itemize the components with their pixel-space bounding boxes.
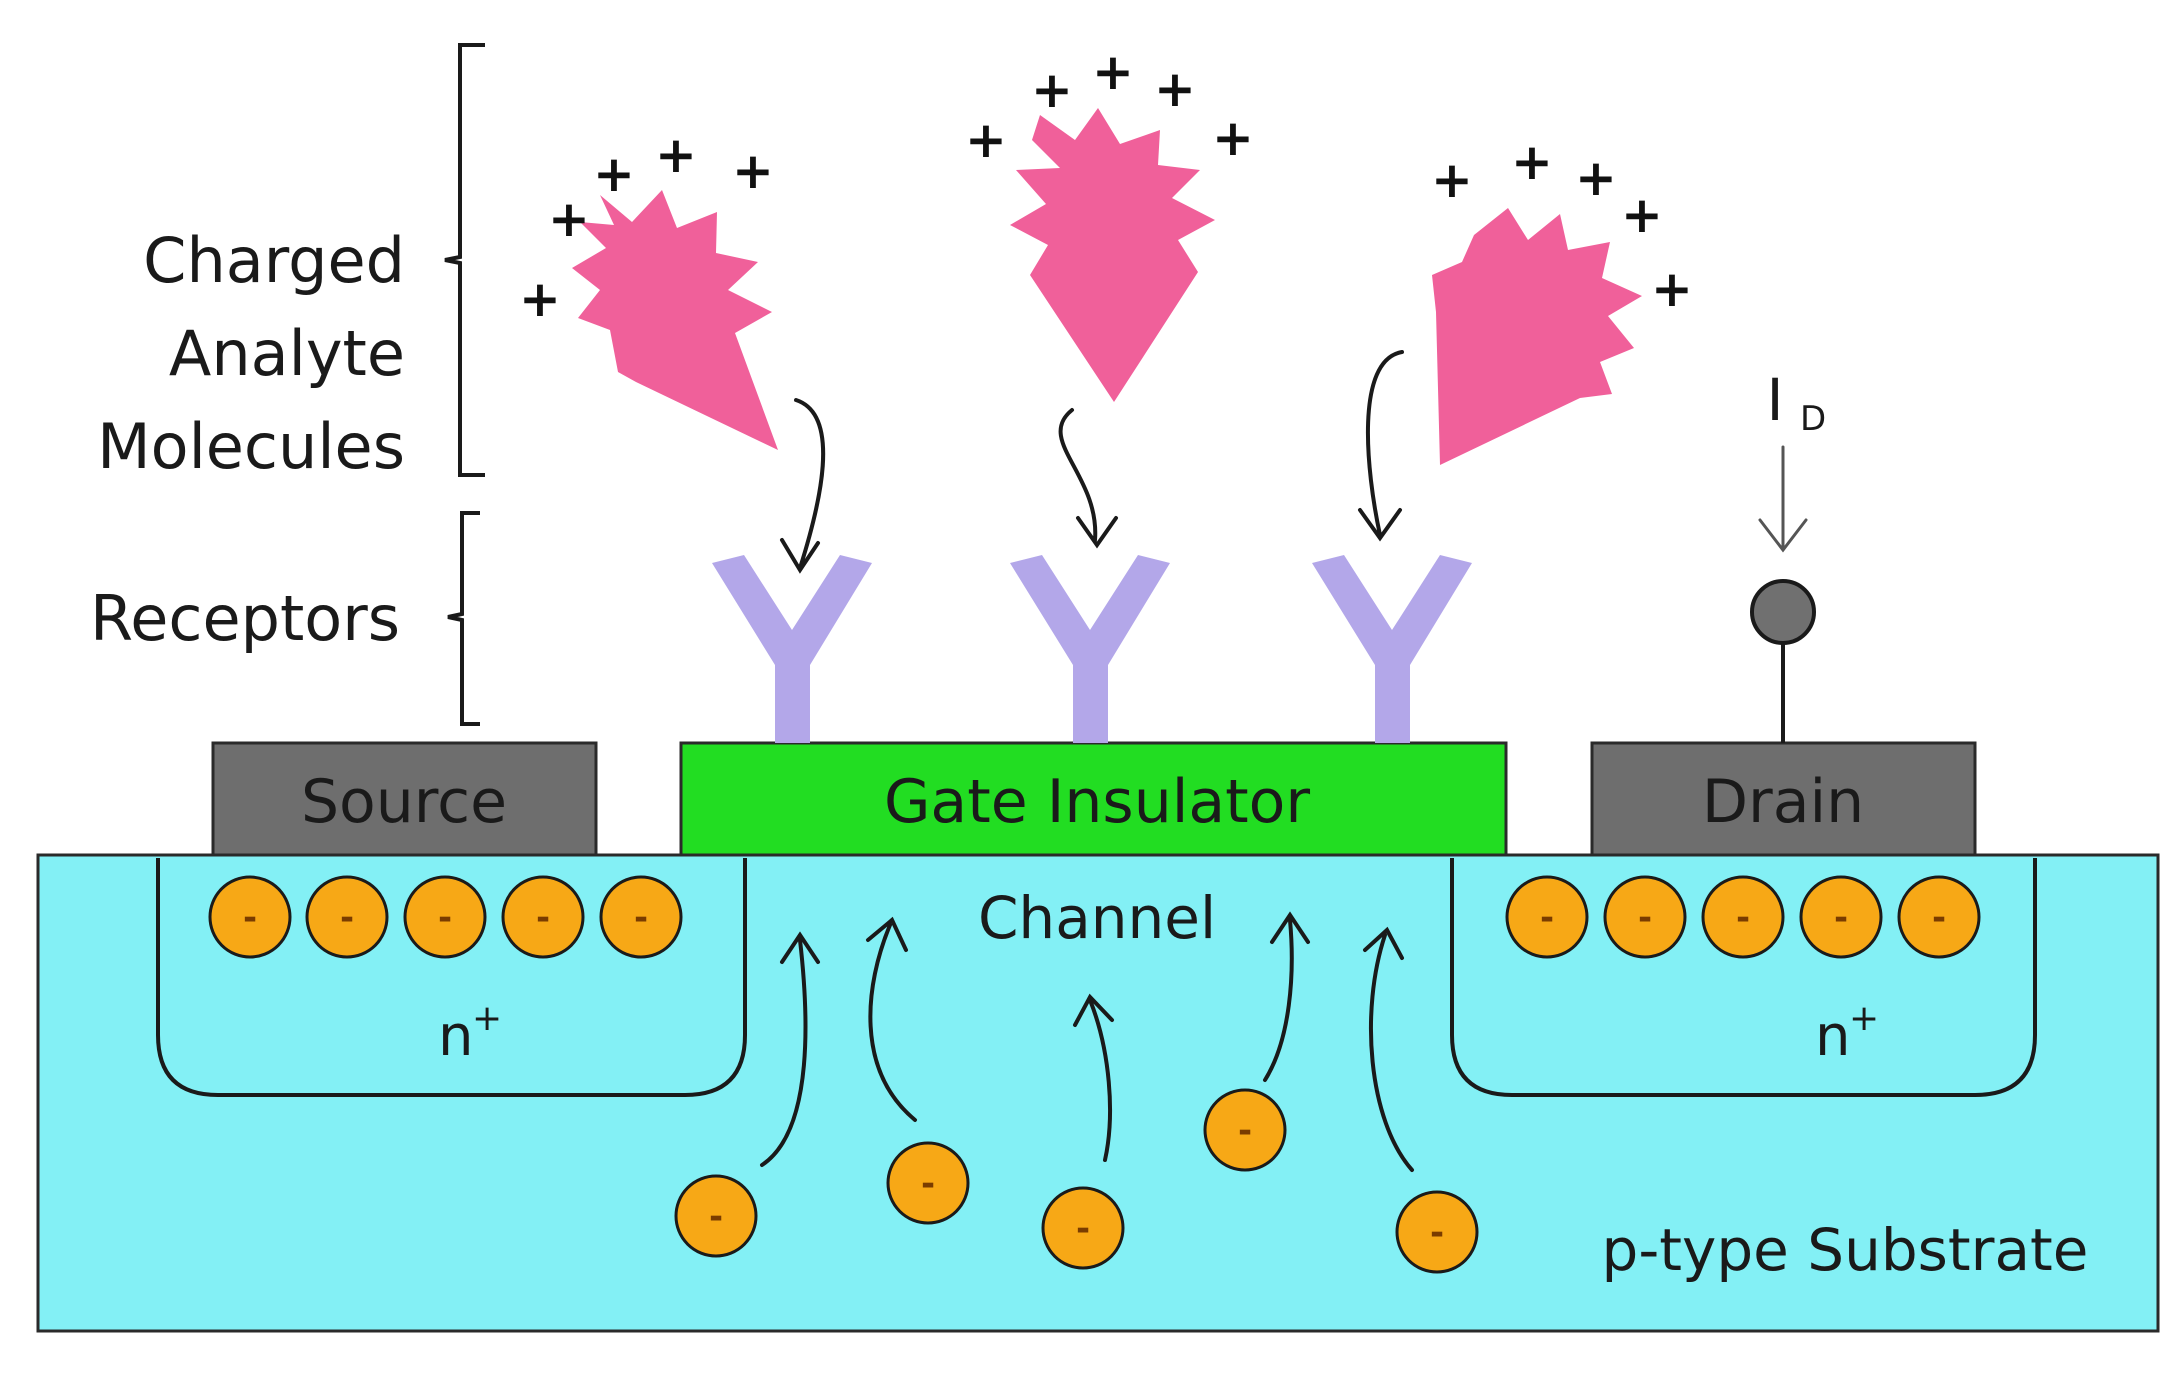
analyte-molecule-1 <box>572 190 778 450</box>
charge-plus: + <box>519 270 561 328</box>
analyte-charges-2: + + + + + <box>965 43 1254 169</box>
charge-plus: + <box>1154 60 1196 118</box>
charge-plus: + <box>548 190 590 248</box>
charge-plus: + <box>1621 186 1663 244</box>
electrons-source-well: - - - - - <box>208 875 683 959</box>
electron-sign: - <box>1932 898 1946 938</box>
charge-plus: + <box>593 145 635 203</box>
electron-sign: - <box>1540 898 1554 938</box>
electron <box>1395 1190 1479 1274</box>
electron <box>1505 875 1589 959</box>
electron <box>305 875 389 959</box>
electron-sign: - <box>438 898 452 938</box>
n-plus-sup-drain: + <box>1849 998 1879 1039</box>
charge-plus: + <box>1031 61 1073 119</box>
channel-arrow <box>1263 911 1310 1082</box>
charge-plus: + <box>1651 260 1693 318</box>
binding-arrow-1 <box>780 398 826 574</box>
binding-arrow-3 <box>1358 350 1404 542</box>
electron <box>1897 875 1981 959</box>
electrons-drain-well: - - - - - <box>1505 875 1981 959</box>
analyte-molecule-3 <box>1432 208 1642 465</box>
channel-label: Channel <box>978 884 1216 952</box>
electron <box>1603 875 1687 959</box>
electron-sign: - <box>1736 898 1750 938</box>
electron <box>501 875 585 959</box>
charged-analyte-label-line1: Charged <box>143 224 405 297</box>
receptor-2 <box>1010 555 1170 743</box>
electron <box>886 1141 970 1225</box>
gate-insulator-label: Gate Insulator <box>884 767 1310 837</box>
analyte-charges-3: + + + + + <box>1431 133 1693 318</box>
charge-plus: + <box>965 111 1007 169</box>
analyte-charges-1: + + + + + <box>519 126 774 328</box>
electron-sign: - <box>340 898 354 938</box>
receptor-1 <box>712 555 872 743</box>
electron-sign: - <box>634 898 648 938</box>
gate-insulator <box>679 741 1508 857</box>
electron-sign: - <box>1238 1111 1252 1151</box>
electron-sign: - <box>1430 1213 1444 1253</box>
n-plus-label-source: n <box>438 1004 474 1069</box>
n-plus-well-drain <box>1450 858 2037 1097</box>
charged-analyte-label-line3: Molecules <box>97 410 405 483</box>
n-plus-label-drain: n <box>1815 1004 1851 1069</box>
electron-sign: - <box>243 898 257 938</box>
charged-analyte-label-line2: Analyte <box>169 317 405 390</box>
analyte-molecule-2 <box>1010 108 1215 402</box>
binding-arrows <box>780 350 1404 574</box>
electron <box>674 1174 758 1258</box>
n-plus-sup-source: + <box>472 998 502 1039</box>
receptor-brace <box>447 511 480 726</box>
electron-sign: - <box>1638 898 1652 938</box>
electron <box>1203 1088 1287 1172</box>
charge-plus: + <box>1431 151 1473 209</box>
electron <box>1799 875 1883 959</box>
receptor-3 <box>1312 555 1472 743</box>
charge-plus: + <box>1511 133 1553 191</box>
electron <box>1701 875 1785 959</box>
receptors-label: Receptors <box>90 582 400 655</box>
substrate-electrons: - - - - - <box>674 1088 1479 1274</box>
charge-plus: + <box>1212 109 1254 167</box>
analyte-brace <box>444 43 485 477</box>
drain-electrode <box>1590 741 1977 857</box>
channel-arrow <box>1363 926 1414 1172</box>
electron-sign: - <box>709 1197 723 1237</box>
charge-plus: + <box>655 126 697 184</box>
electron-sign: - <box>536 898 550 938</box>
n-plus-well-source <box>156 858 747 1097</box>
electron <box>208 875 292 959</box>
electron <box>403 875 487 959</box>
electron <box>599 875 683 959</box>
drain-current-subscript: D <box>1800 399 1826 439</box>
source-electrode <box>211 741 598 857</box>
binding-arrow-2 <box>1058 408 1118 549</box>
source-label: Source <box>301 767 507 837</box>
charge-plus: + <box>1092 43 1134 101</box>
electron-sign: - <box>921 1164 935 1204</box>
drain-current-arrow <box>1758 445 1808 553</box>
channel-arrow <box>760 931 820 1167</box>
electron-sign: - <box>1834 898 1848 938</box>
electron-sign: - <box>1076 1209 1090 1249</box>
channel-attraction-arrows <box>760 911 1414 1172</box>
drain-terminal-ball <box>1750 579 1816 645</box>
channel-arrow <box>866 916 917 1122</box>
charge-plus: + <box>732 142 774 200</box>
channel-arrow <box>1073 993 1114 1162</box>
substrate-label: p-type Substrate <box>1602 1216 2089 1284</box>
electron <box>1041 1186 1125 1270</box>
drain-current-label: I <box>1766 366 1783 434</box>
drain-label: Drain <box>1702 767 1864 837</box>
charge-plus: + <box>1575 149 1617 207</box>
